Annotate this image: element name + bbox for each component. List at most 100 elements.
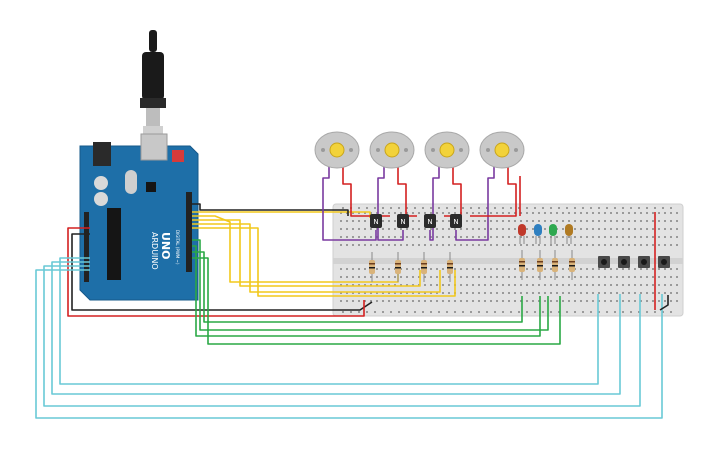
capacitor-2	[94, 192, 108, 206]
breadboard	[332, 203, 684, 317]
dc-motor[interactable]	[369, 131, 415, 169]
capacitor-1	[94, 176, 108, 190]
motor-shaft	[439, 142, 455, 158]
transistor-label: N	[427, 218, 432, 226]
resistor-band	[519, 261, 525, 263]
pushbutton-cap	[661, 259, 667, 265]
resistor-transistor[interactable]	[447, 252, 453, 282]
wire-yellow	[192, 219, 421, 287]
resistor-band	[395, 267, 401, 269]
arduino-model: UNO	[159, 232, 172, 260]
transistor-label: N	[373, 218, 378, 226]
transistor-body	[424, 214, 436, 228]
motor-screw	[349, 148, 353, 152]
transistor[interactable]: N	[424, 214, 436, 228]
wire-green	[192, 239, 549, 331]
motor-screw	[486, 148, 490, 152]
resistor-led[interactable]	[569, 250, 575, 280]
motor-screw	[376, 148, 380, 152]
motor-screw	[404, 148, 408, 152]
resistor-band	[569, 261, 575, 263]
pushbutton[interactable]	[618, 256, 630, 268]
dc-motor[interactable]	[479, 131, 525, 169]
motor-screw	[321, 148, 325, 152]
resistor-transistor[interactable]	[395, 252, 401, 282]
resistor-band	[537, 261, 543, 263]
wire-cyan	[43, 265, 641, 407]
led-body	[534, 224, 542, 236]
resistor-band	[537, 265, 543, 267]
wire-green	[192, 257, 561, 345]
resistor-band	[447, 267, 453, 269]
motor-screw	[459, 148, 463, 152]
dc-motor[interactable]	[314, 131, 360, 169]
wire-red	[67, 227, 365, 317]
led-body	[565, 224, 573, 236]
wire-purple	[455, 166, 495, 241]
wire-cyan	[35, 269, 663, 419]
wire-cyan	[59, 257, 599, 385]
wire-yellow	[192, 227, 456, 297]
wire-green	[192, 251, 523, 323]
wire-red	[342, 166, 390, 217]
resistor-band	[369, 263, 375, 265]
digital-section-label: DIGITAL (PWM ~)	[175, 230, 180, 265]
resistor-band	[447, 263, 453, 265]
resistor-led[interactable]	[519, 250, 525, 280]
transistor-body	[397, 214, 409, 228]
resistor-transistor[interactable]	[421, 252, 427, 282]
motor-shaft	[384, 142, 400, 158]
wire-yellow	[192, 223, 441, 293]
led-red[interactable]	[518, 224, 526, 244]
usb-port	[140, 133, 168, 161]
pushbutton-cap	[601, 259, 607, 265]
resistor-band	[369, 267, 375, 269]
resistor-band	[395, 263, 401, 265]
crystal	[125, 170, 137, 194]
wire-purple	[377, 166, 404, 241]
resistor-band	[421, 263, 427, 265]
pushbutton[interactable]	[598, 256, 610, 268]
resistor-band	[552, 265, 558, 267]
resistor-band	[552, 261, 558, 263]
wire-green	[192, 245, 541, 337]
digital-header	[186, 192, 192, 272]
pushbutton-cap	[621, 259, 627, 265]
transistor[interactable]: N	[397, 214, 409, 228]
usb-chip	[146, 182, 156, 192]
transistor-label: N	[400, 218, 405, 226]
resistor-band	[519, 265, 525, 267]
resistor-band	[569, 265, 575, 267]
atmega-chip	[107, 208, 121, 280]
wire-red	[397, 166, 417, 217]
resistor-transistor[interactable]	[369, 252, 375, 282]
pushbutton-cap	[641, 259, 647, 265]
transistor-body	[370, 214, 382, 228]
transistor[interactable]: N	[370, 214, 382, 228]
wire-red	[470, 166, 517, 217]
arduino-uno: ARDUINO UNO DIGITAL (PWM ~)	[79, 133, 199, 301]
led-blue[interactable]	[534, 224, 542, 244]
power-jack	[93, 142, 111, 166]
usb-cable	[140, 30, 166, 138]
motor-shaft	[329, 142, 345, 158]
resistor-led[interactable]	[552, 250, 558, 280]
motor-screw	[431, 148, 435, 152]
resistor-led[interactable]	[537, 250, 543, 280]
reset-button[interactable]	[172, 150, 184, 162]
pushbutton[interactable]	[658, 256, 670, 268]
transistor-label: N	[453, 218, 458, 226]
power-header	[84, 212, 89, 282]
transistor[interactable]: N	[450, 214, 462, 228]
wire-purple	[322, 166, 377, 241]
pushbutton[interactable]	[638, 256, 650, 268]
led-orange[interactable]	[565, 224, 573, 244]
motor-shaft	[494, 142, 510, 158]
led-body	[518, 224, 526, 236]
wire-black	[659, 295, 669, 311]
dc-motor[interactable]	[424, 131, 470, 169]
led-green[interactable]	[549, 224, 557, 244]
transistor-body	[450, 214, 462, 228]
